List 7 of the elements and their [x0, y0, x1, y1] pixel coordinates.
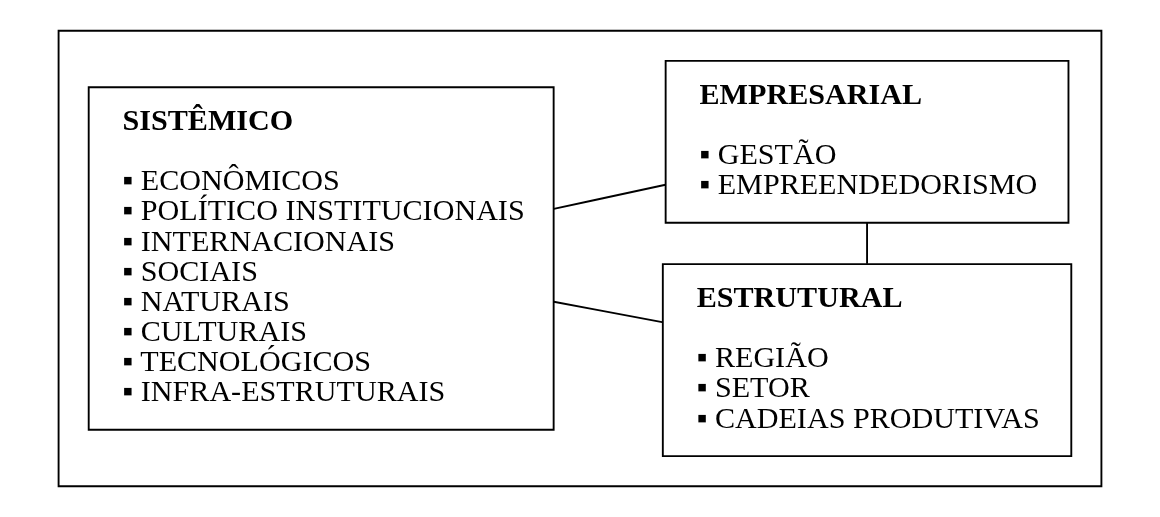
- connector: [552, 183, 667, 210]
- node-box: EMPRESARIAL ▪ GESTÃO ▪ EMPREENDEDORISMO: [664, 59, 1070, 224]
- node-box: ESTRUTURAL ▪ REGIÃO ▪ SETOR ▪ CADEIAS PRODUTIVAS: [661, 263, 1073, 458]
- connector: [552, 300, 664, 323]
- connector: [866, 221, 868, 265]
- node-box: SISTÊMICO ▪ ECONÔMICOS ▪ POLÍTICO INSTITUCIONAIS ▪ INTERNACIONAIS ▪ SOCIAIS ▪ NATURAIS ▪ CULTURAIS ▪ TECNOLÓGICOS ▪ INFRA-ESTRUTURAIS: [87, 86, 555, 431]
- cluster: [57, 29, 1103, 488]
